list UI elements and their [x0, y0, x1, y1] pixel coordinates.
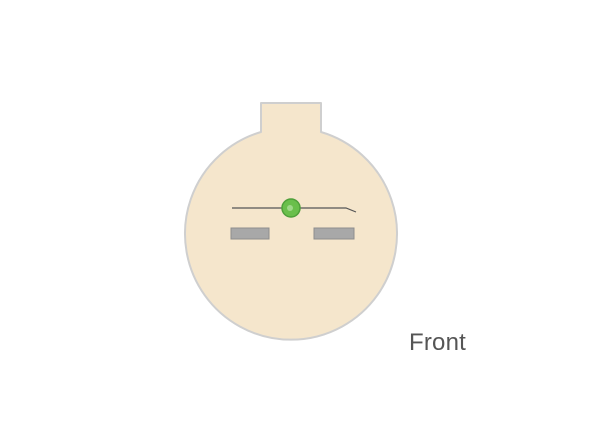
front-label: Front	[409, 329, 467, 356]
wire-line	[232, 207, 357, 213]
left-slot	[230, 227, 270, 240]
right-slot	[313, 227, 355, 240]
plug-body	[184, 102, 398, 341]
led-highlight	[287, 205, 293, 211]
